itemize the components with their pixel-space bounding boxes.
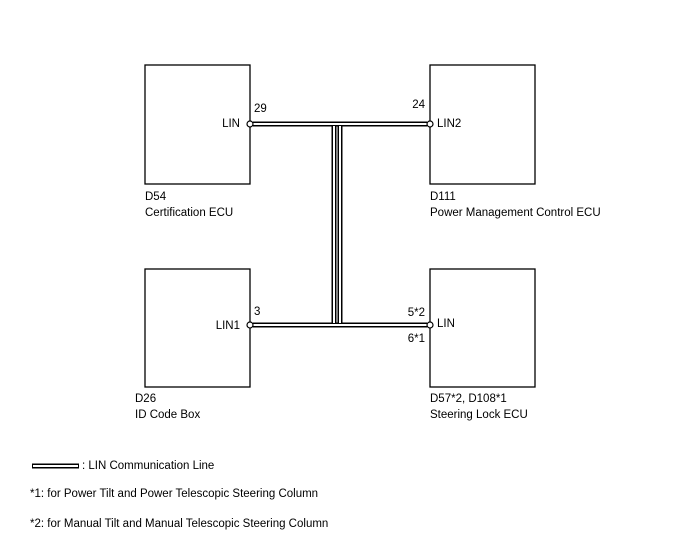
d26-pin-number: 3 — [254, 306, 261, 318]
d111-pin-number: 24 — [412, 99, 425, 111]
box-power-management-ecu — [429, 64, 536, 185]
box-steering-lock-ecu — [429, 268, 536, 388]
box-id-code-box — [144, 268, 251, 388]
legend-note-1: *1: for Power Tilt and Power Telescopic … — [30, 488, 319, 500]
pin-d54-lin — [246, 120, 254, 128]
lin-wiring — [253, 121, 427, 328]
steering-pin-number-top: 5*2 — [407, 307, 425, 319]
steering-pin-number-bottom: 6*1 — [407, 333, 425, 345]
d111-name: Power Management Control ECU — [430, 207, 601, 219]
d26-name: ID Code Box — [135, 409, 201, 421]
d54-code: D54 — [145, 191, 167, 203]
steering-pin-label: LIN — [437, 318, 455, 330]
legend-note-2: *2: for Manual Tilt and Manual Telescopi… — [30, 518, 329, 530]
legend-line-label: : LIN Communication Line — [82, 460, 215, 472]
d54-pin-number: 29 — [254, 103, 267, 115]
d111-code: D111 — [430, 191, 456, 203]
pin-steering-lin — [426, 321, 434, 329]
steering-code: D57*2, D108*1 — [430, 393, 507, 405]
d111-pin-label: LIN2 — [437, 118, 462, 130]
steering-name: Steering Lock ECU — [430, 409, 528, 421]
box-certification-ecu — [144, 64, 251, 185]
d54-pin-label: LIN — [222, 118, 240, 130]
d54-name: Certification ECU — [145, 207, 234, 219]
pin-d111-lin2 — [426, 120, 434, 128]
d26-pin-label: LIN1 — [215, 320, 240, 332]
pin-d26-lin1 — [246, 321, 254, 329]
d26-code: D26 — [135, 393, 157, 405]
